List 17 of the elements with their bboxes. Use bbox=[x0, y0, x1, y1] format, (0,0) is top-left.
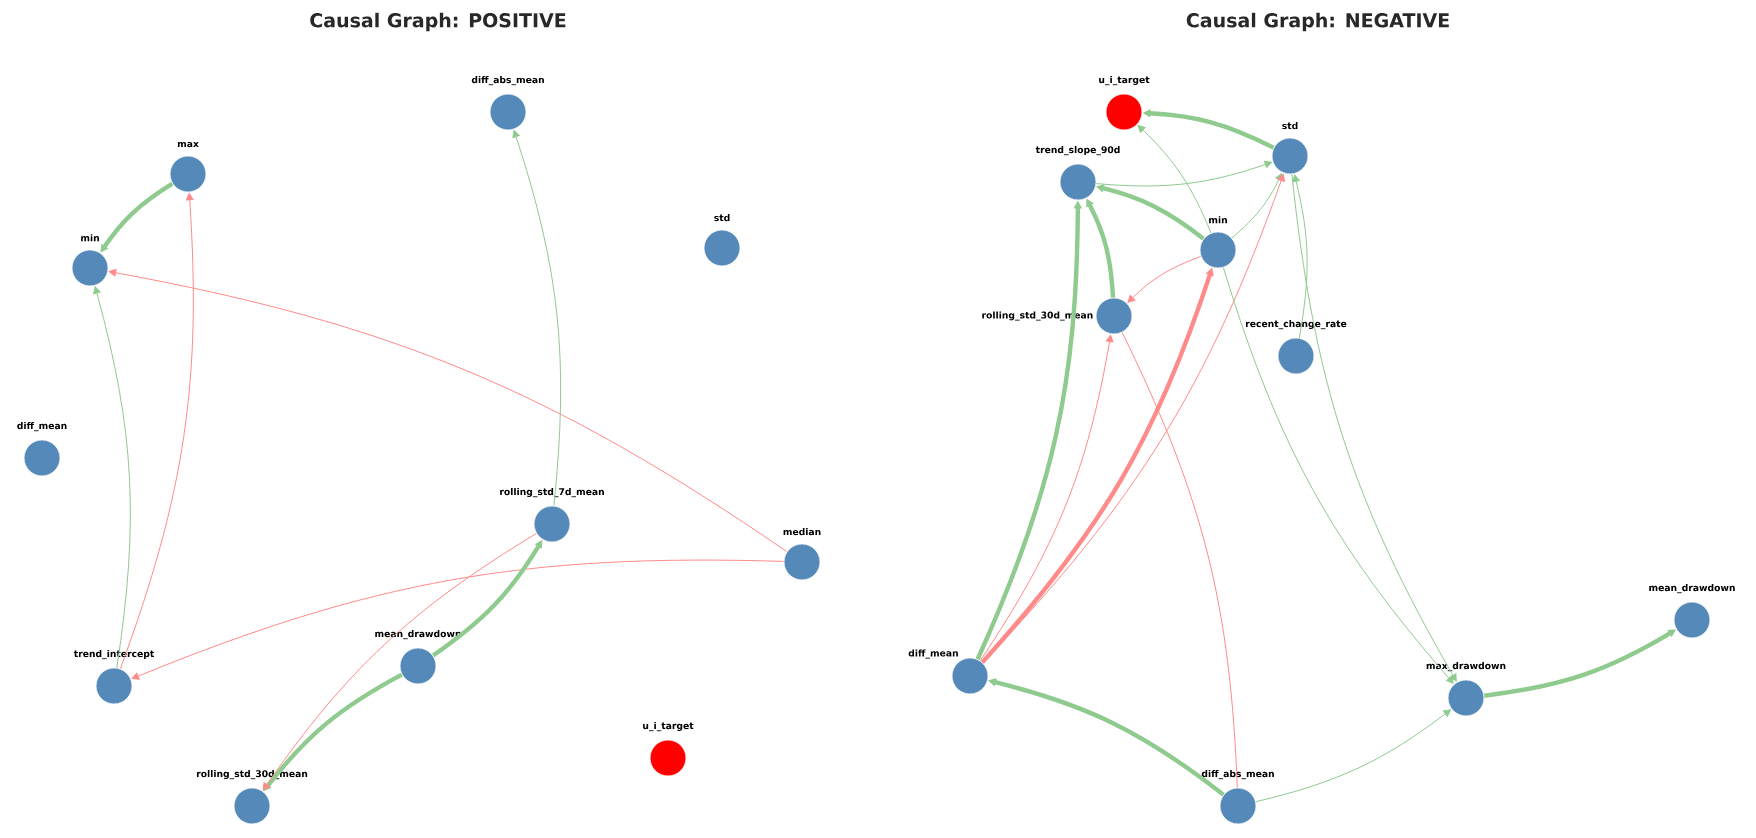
arrow bbox=[262, 533, 537, 791]
arrow bbox=[512, 130, 562, 507]
arrow bbox=[108, 268, 788, 553]
arrow bbox=[119, 192, 194, 670]
arrow bbox=[1292, 174, 1308, 339]
arrow bbox=[1291, 173, 1457, 682]
arrow bbox=[1095, 160, 1273, 187]
arrow bbox=[979, 334, 1114, 662]
arrow bbox=[93, 286, 131, 669]
panel-title: Causal Graph: NEGATIVE bbox=[1186, 12, 1449, 32]
arrow bbox=[1127, 255, 1202, 303]
arrow bbox=[131, 559, 785, 680]
arrow bbox=[1222, 267, 1454, 684]
arrow bbox=[982, 173, 1285, 664]
panel-title: Causal Graph: POSITIVE bbox=[310, 12, 566, 32]
arrow bbox=[1255, 709, 1451, 803]
arrow bbox=[1137, 125, 1212, 234]
